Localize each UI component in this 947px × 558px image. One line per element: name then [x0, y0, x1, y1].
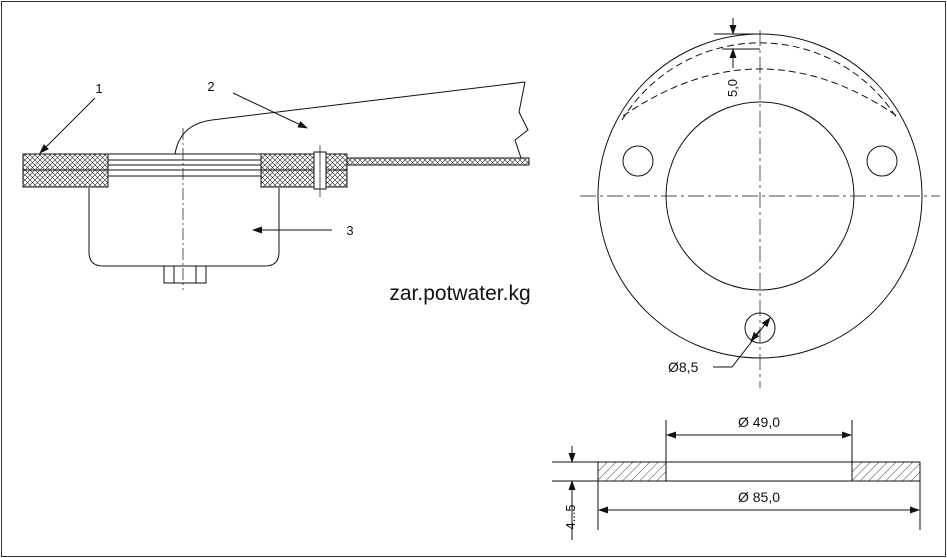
callout-1: 1: [95, 81, 102, 96]
shell-outline: [174, 81, 526, 155]
dim-outer-label: Ø 85,0: [738, 489, 780, 505]
dim-thickness-label: 4...5: [563, 504, 578, 529]
wall-plate: [346, 157, 530, 166]
callout-2: 2: [207, 79, 214, 94]
hole-leader-arrow-2: [750, 329, 761, 342]
shell-break: [514, 81, 529, 159]
washer-right-hatch: [851, 461, 921, 482]
dim-offset-label: 5,0: [725, 79, 740, 97]
leader-1: [39, 97, 96, 154]
offset-arc: [621, 42, 899, 121]
section-view: [22, 81, 530, 290]
plan-view: [580, 18, 940, 388]
dim-hole-label: Ø8,5: [668, 359, 699, 375]
watermark: zar.potwater.kg: [389, 282, 530, 305]
callout-3: 3: [346, 223, 353, 238]
dim-inner-label: Ø 49,0: [738, 414, 780, 430]
washer-left-hatch: [597, 461, 667, 482]
hole-left: [622, 145, 654, 177]
hole-right: [866, 145, 898, 177]
housing-body: [88, 188, 280, 267]
leader-2: [232, 92, 308, 129]
washer-section: [552, 420, 921, 540]
nut: [163, 265, 207, 284]
